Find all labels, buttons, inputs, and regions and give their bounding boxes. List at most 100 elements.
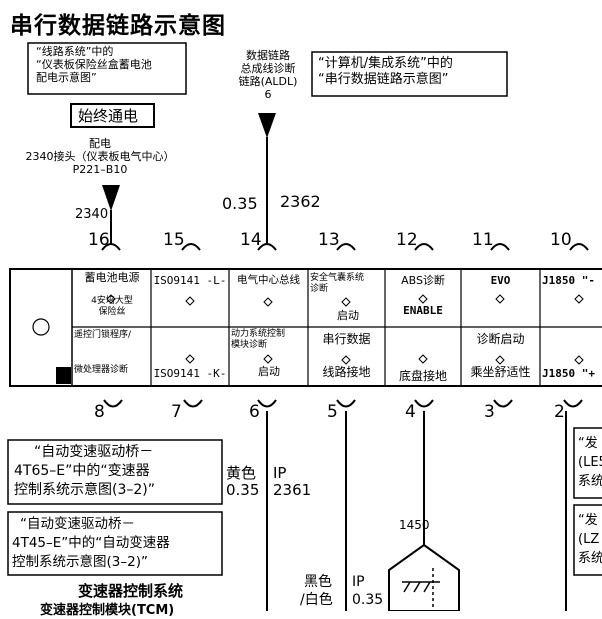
aldl-pin: 6	[264, 88, 272, 101]
power-arrow	[102, 185, 120, 211]
cell-pin8-sub2: 微处理器诊断	[74, 365, 129, 375]
fuse-ref-line2: “仪表板保险丝盒蓄电池	[36, 58, 152, 71]
wire6-gauge: 0.35	[226, 481, 260, 499]
cell-pin16-sub1: 4安培大型	[91, 296, 133, 306]
connector-body	[9, 268, 602, 387]
trans-4t65-box-border	[7, 439, 223, 505]
cell-pin3: 诊断启动 乘坐舒适性	[461, 332, 540, 380]
power-circuit-number: 2340	[75, 207, 109, 222]
power-source-line2: 2340接头（仪表板电气中心）	[25, 150, 175, 163]
pin-16: 16	[88, 230, 110, 250]
aldl-line1: 数据链路	[246, 49, 290, 62]
wire6-type: IP	[273, 464, 287, 482]
aldl-label: 数据链路 总成线诊断 链路(ALDL) 6	[228, 49, 308, 101]
wire6-color: 黄色	[226, 464, 257, 482]
trans-4t65-ref-box[interactable]: “自动变速驱动桥－ 4T65–E”中的“变速器 控制系统示意图(3–2)”	[14, 443, 155, 500]
wire6-circuit: 2361	[273, 481, 312, 499]
page-title: 串行数据链路示意图	[10, 13, 226, 39]
wire5-color: 黑色	[304, 574, 332, 590]
cell-pin8: 遥控门锁程序/ 微处理器诊断	[74, 330, 150, 376]
trans-4t65-line3: 控制系统示意图(3–2)”	[14, 482, 155, 498]
pin-15: 15	[163, 230, 185, 250]
cell-pin3-sub2: 乘坐舒适性	[470, 365, 531, 379]
aldl-wire-gauge: 0.35	[222, 194, 258, 213]
wire5-gauge: 0.35	[352, 592, 384, 608]
bottom-module-label: 变速器控制系统	[78, 582, 184, 600]
power-source-label: 配电 2340接头（仪表板电气中心） P221–B10	[0, 137, 200, 176]
trans-4t65-line2: 4T65–E”中的“变速器	[14, 463, 150, 479]
pin-8: 8	[94, 402, 105, 422]
cell-pin6: 动力系统控制 模块诊断 启动	[231, 329, 307, 377]
right-top-line2: (LE5	[578, 455, 602, 470]
cell-pin13-sub2: 启动	[337, 309, 359, 322]
pin-5: 5	[327, 402, 338, 422]
hot-box-border	[70, 103, 155, 128]
trans-4t45-ref-box[interactable]: “自动变速驱动桥－ 4T45–E”中的“自动变速器 控制系统示意图(3–2)”	[12, 515, 170, 572]
right-bottom-line1: “发	[578, 513, 598, 528]
aldl-line3: 链路(ALDL)	[238, 75, 298, 88]
pin-3: 3	[484, 402, 495, 422]
fuse-ref-box-border	[27, 42, 187, 95]
connector-key-circle	[32, 318, 50, 336]
cell-pin6-main: 动力系统控制	[231, 329, 286, 339]
cell-pin5-main: 串行数据	[322, 332, 371, 346]
right-bottom-ref-box[interactable]: “发 (LZ 系统	[578, 511, 602, 568]
cell-pin2: J1850 "+	[542, 367, 595, 380]
cell-pin12-main: ABS诊断	[401, 274, 445, 287]
cell-pin12-sub2: ENABLE	[403, 304, 443, 317]
aldl-arrow	[258, 113, 276, 138]
right-top-line1: “发	[578, 436, 598, 451]
computer-ref-line1: “计算机/集成系统”中的	[318, 56, 453, 71]
aldl-line2: 总成线诊断	[240, 62, 296, 75]
power-source-line3: P221–B10	[72, 163, 128, 176]
computer-ref-box[interactable]: “计算机/集成系统”中的 “串行数据链路示意图”	[318, 56, 453, 88]
computer-ref-line2: “串行数据链路示意图”	[318, 72, 449, 87]
cell-pin16-sub2: 保险丝	[98, 307, 126, 317]
fuse-ref-line1: “线路系统”中的	[36, 45, 114, 58]
cell-pin13-main: 安全气囊系统	[310, 273, 365, 283]
cell-pin10: J1850 "-	[542, 274, 595, 287]
pin-10: 10	[550, 230, 572, 250]
computer-ref-box-border	[311, 51, 508, 97]
pin-12: 12	[396, 230, 418, 250]
pin-4: 4	[405, 402, 416, 422]
cell-pin13-sub1: 诊断	[310, 284, 329, 294]
connector-key-square	[56, 367, 71, 384]
cell-pin13: 安全气囊系统 诊断 启动	[310, 273, 386, 321]
pin-14: 14	[240, 230, 262, 250]
cell-pin7: ISO9141 -K-	[153, 367, 227, 380]
cell-pin4: 底盘接地	[398, 369, 447, 383]
fuse-ref-line3: 配电示意图”	[36, 71, 97, 84]
trans-4t45-line3: 控制系统示意图(3–2)”	[12, 554, 148, 570]
cell-pin6-sub2: 启动	[258, 365, 280, 378]
power-source-line1: 配电	[89, 137, 111, 150]
wire5-color2: /白色	[300, 592, 333, 608]
cell-pin14: 电气中心总线	[237, 274, 300, 286]
cell-pin16: 蓄电池电源 4安培大型 保险丝	[74, 272, 150, 318]
trans-4t45-line2: 4T45–E”中的“自动变速器	[12, 535, 170, 551]
fuse-ref-box[interactable]: “线路系统”中的 “仪表板保险丝盒蓄电池 配电示意图”	[36, 45, 152, 84]
cell-pin5: 串行数据 线路接地	[308, 332, 385, 380]
cell-pin8-main: 遥控门锁程序/	[74, 330, 132, 340]
cell-pin6-sub1: 模块诊断	[231, 340, 268, 350]
hot-at-all-times: 始终通电	[78, 107, 139, 125]
bottom-module-label2: 变速器控制模块(TCM)	[40, 603, 175, 618]
cell-pin3-main: 诊断启动	[476, 332, 525, 346]
right-bottom-line2: (LZ	[578, 532, 600, 547]
pin-13: 13	[318, 230, 340, 250]
cell-pin11: EVO	[490, 274, 511, 287]
pin-7: 7	[171, 402, 182, 422]
cell-pin5-sub2: 线路接地	[322, 365, 371, 379]
wire5-type: IP	[352, 574, 365, 590]
ground-circuit: 1450	[399, 518, 430, 532]
right-bottom-line3: 系统	[578, 551, 602, 566]
trans-4t65-line1: “自动变速驱动桥－	[34, 444, 154, 460]
right-top-ref-box[interactable]: “发 (LE5 系统	[578, 434, 602, 491]
cell-pin15: ISO9141 -L-	[153, 274, 227, 287]
cell-pin16-main: 蓄电池电源	[84, 271, 140, 284]
right-top-line3: 系统	[578, 474, 602, 489]
trans-4t45-line1: “自动变速驱动桥－	[20, 516, 135, 532]
cell-pin12: ABS诊断 ENABLE	[385, 274, 461, 317]
aldl-wire-circuit: 2362	[280, 192, 321, 211]
